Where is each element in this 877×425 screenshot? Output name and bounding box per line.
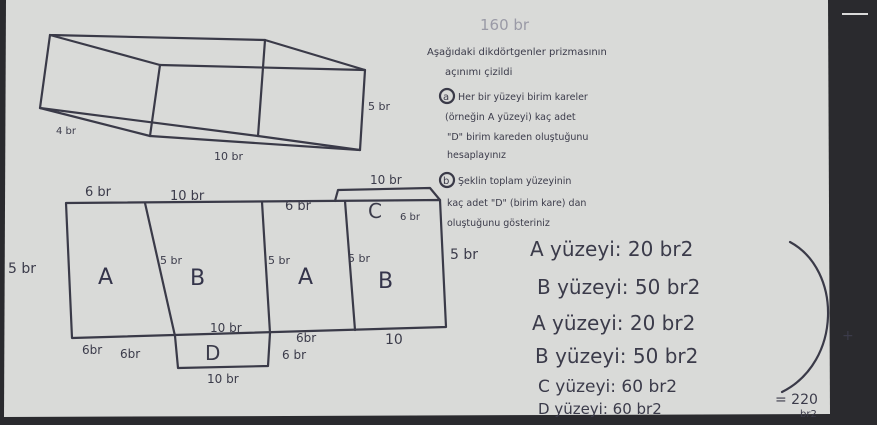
prism-edge [38, 106, 152, 138]
header-scrawl: 160 br [480, 16, 530, 34]
net-tab-top [333, 186, 442, 203]
net-tab-bottom [173, 331, 272, 370]
answer-line: D yüzeyi: 60 br2 [538, 400, 662, 418]
net-bottom-under-label: 6 br [282, 348, 306, 362]
net-bottom-label: 6br [82, 343, 102, 357]
answer-line: B yüzeyi: 50 br2 [535, 344, 698, 368]
face-letter: B [378, 269, 393, 294]
question-block: 160 br Aşağıdaki dikdörtgenler prizmasın… [427, 16, 607, 229]
total-unit: br2 [800, 409, 817, 420]
prism-net: 6 br 10 br 6 br 10 br 6 br 5 br 5 br A B… [8, 173, 478, 386]
prism-label-depth: 4 br [56, 126, 77, 137]
tab-letter-c: C [368, 199, 382, 223]
question-intro-line: açınımı çizildi [445, 67, 512, 78]
face-letter: A [298, 265, 313, 290]
prism-edge [256, 38, 267, 138]
part-a-line: (örneğin A yüzeyi) kaç adet [445, 112, 576, 123]
tab-letter-d: D [205, 341, 220, 365]
paper-sheet [4, 0, 830, 417]
part-a-line: "D" birim kareden oluştuğunu [447, 132, 588, 143]
answer-line: A yüzeyi: 20 br2 [532, 311, 695, 335]
net-top-label: 6 br [85, 185, 112, 200]
answer-list: A yüzeyi: 20 br2 B yüzeyi: 50 br2 A yüze… [530, 237, 854, 420]
net-fold-line [260, 200, 272, 335]
net-left-label: 5 br [8, 261, 36, 277]
answer-line: A yüzeyi: 20 br2 [530, 237, 693, 261]
answer-line: B yüzeyi: 50 br2 [537, 275, 700, 299]
net-fold-line [143, 201, 177, 338]
net-bottom-label: 6br [120, 347, 140, 361]
face-dim: 5 br [268, 254, 290, 267]
tab-bottom-label: 10 br [207, 372, 239, 386]
prism-label-height: 5 br [368, 100, 390, 113]
part-a-line: hesaplayınız [447, 150, 506, 161]
part-b-line: oluştuğunu gösteriniz [447, 218, 550, 229]
net-bottom-label: 6br [296, 331, 316, 345]
net-fold-line [343, 199, 357, 332]
total-value: = 220 [775, 392, 818, 408]
net-bottom-label: 10 [385, 332, 403, 348]
net-bottom-label: 10 br [210, 321, 242, 335]
face-letter: A [98, 265, 113, 290]
part-b-line: kaç adet "D" (birim kare) dan [447, 198, 586, 209]
net-outline [64, 198, 448, 340]
answer-line: C yüzeyi: 60 br2 [538, 377, 677, 397]
prism-edge [148, 63, 162, 138]
question-intro-line: Aşağıdaki dikdörtgenler prizmasının [427, 46, 607, 58]
net-tab-side-label: 6 br [400, 212, 421, 223]
net-top-label: 10 br [170, 189, 205, 204]
prism-label-length: 10 br [214, 150, 243, 163]
part-a-marker: a [443, 92, 449, 103]
part-a-circle [438, 87, 456, 105]
part-b-line: Şeklin toplam yüzeyinin [458, 176, 571, 187]
face-dim: 5 br [348, 252, 370, 265]
part-a-line: Her bir yüzeyi birim kareler [458, 92, 588, 103]
face-dim: 5 br [160, 254, 182, 267]
net-top-label: 10 br [370, 173, 402, 187]
sum-sign: + [842, 328, 854, 344]
net-top-label: 6 br [285, 199, 312, 214]
prism-edge [48, 33, 162, 67]
face-letter: B [190, 266, 205, 291]
prism-edge [148, 134, 362, 152]
part-b-marker: b [443, 176, 449, 187]
prism-drawing: 5 br 4 br 10 br [38, 33, 390, 163]
part-b-circle [438, 171, 456, 189]
net-right-label: 5 br [450, 247, 478, 263]
sum-bracket [780, 240, 830, 394]
